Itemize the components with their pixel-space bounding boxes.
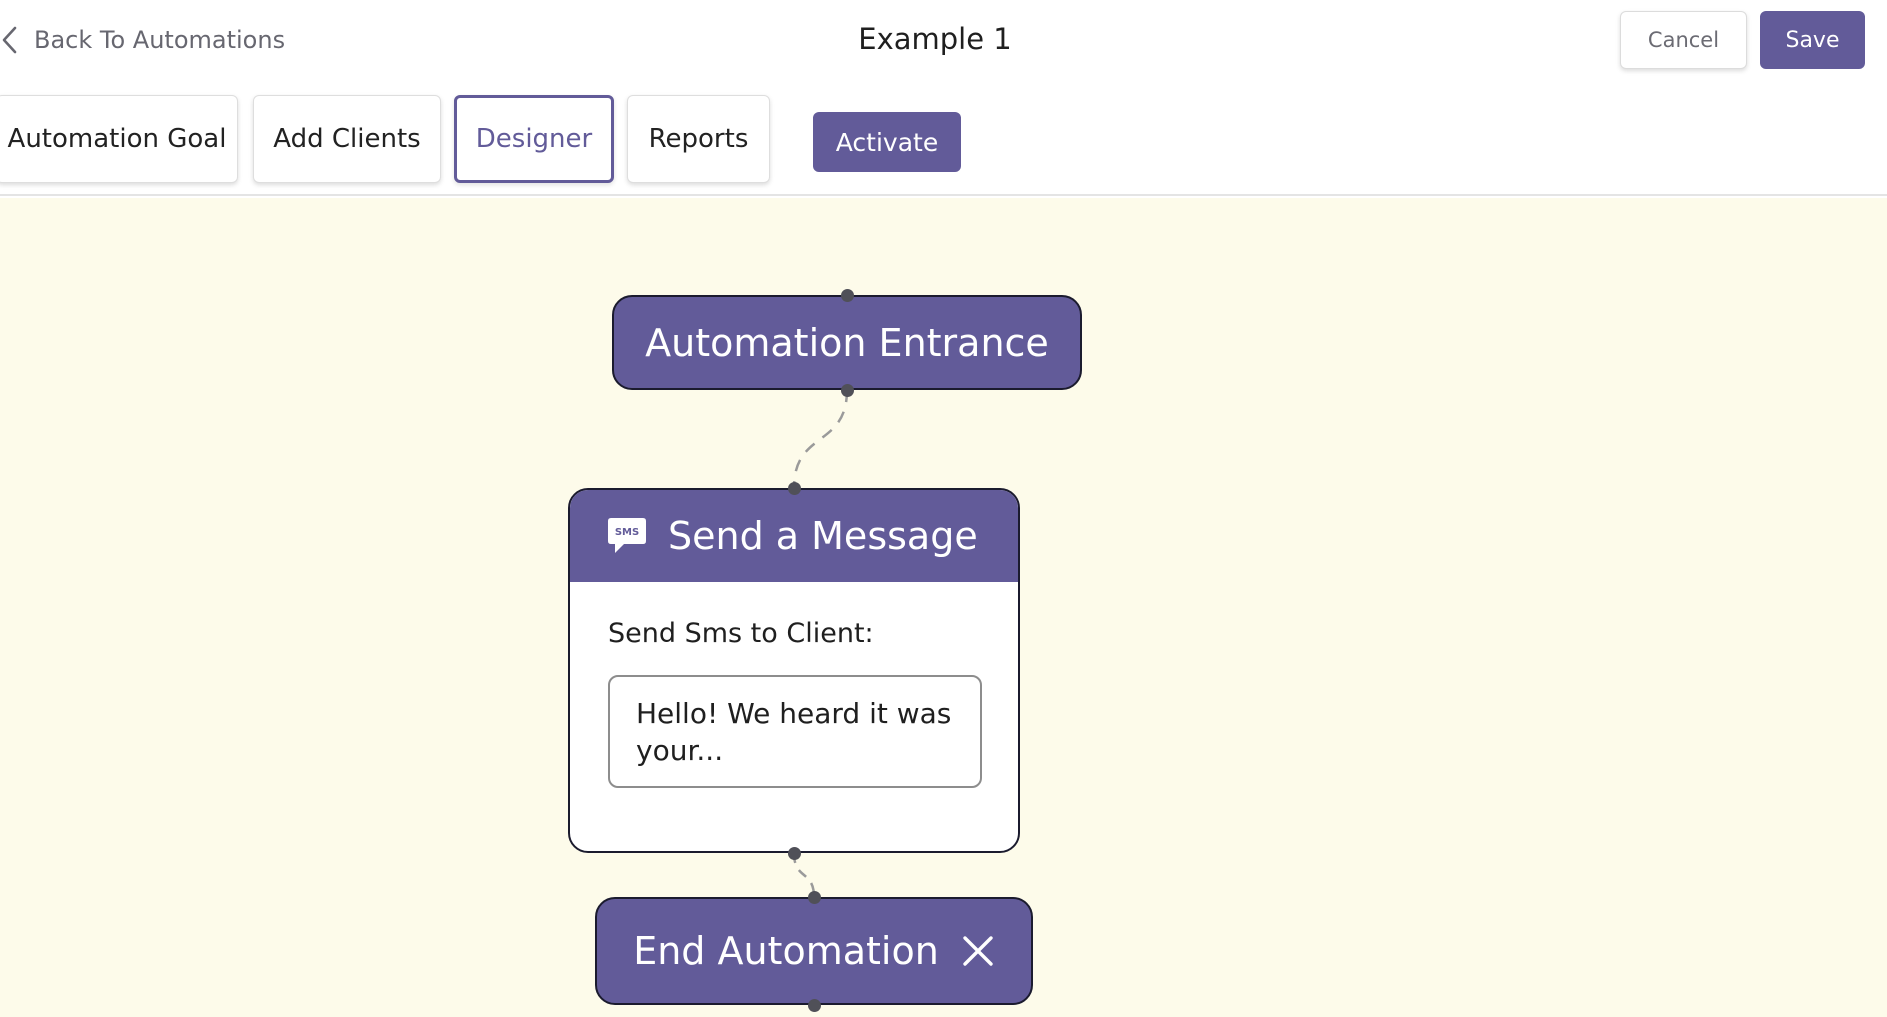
automation-entrance-node[interactable]: Automation Entrance (612, 295, 1082, 390)
message-preview-field[interactable]: Hello! We heard it was your... (608, 675, 982, 788)
send-message-node[interactable]: SMS Send a Message Send Sms to Client: H… (568, 488, 1020, 853)
message-output-port[interactable] (787, 846, 801, 860)
message-node-title: Send a Message (668, 514, 978, 558)
connector-message-to-end (792, 852, 816, 898)
end-automation-node[interactable]: End Automation (595, 897, 1033, 1005)
connector-entrance-to-message (792, 389, 849, 489)
entrance-input-port[interactable] (840, 288, 854, 302)
close-icon[interactable] (961, 934, 995, 968)
chevron-left-icon (2, 26, 17, 54)
cancel-button[interactable]: Cancel (1620, 11, 1747, 69)
entrance-output-port[interactable] (840, 383, 854, 397)
save-button[interactable]: Save (1760, 11, 1865, 69)
top-bar: Back To Automations Example 1 Cancel Sav… (0, 0, 1887, 196)
tab-reports[interactable]: Reports (627, 95, 770, 183)
tab-add-clients[interactable]: Add Clients (253, 95, 441, 183)
message-node-label: Send Sms to Client: (608, 618, 874, 649)
end-input-port[interactable] (807, 890, 821, 904)
back-link-label: Back To Automations (34, 26, 286, 54)
tab-automation-goal[interactable]: Automation Goal (0, 95, 238, 183)
end-label: End Automation (633, 929, 939, 973)
end-output-port[interactable] (807, 998, 821, 1012)
activate-button[interactable]: Activate (813, 112, 961, 172)
entrance-label: Automation Entrance (645, 320, 1049, 365)
tab-designer[interactable]: Designer (454, 95, 614, 183)
message-node-header: SMS Send a Message (570, 490, 1018, 582)
sms-icon: SMS (608, 518, 646, 553)
designer-canvas[interactable]: Automation Entrance SMS Send a Message S… (0, 198, 1887, 1017)
back-to-automations-link[interactable]: Back To Automations (0, 22, 285, 58)
sms-icon-text: SMS (615, 527, 639, 538)
page-title: Example 1 (858, 22, 1012, 56)
message-input-port[interactable] (787, 481, 801, 495)
